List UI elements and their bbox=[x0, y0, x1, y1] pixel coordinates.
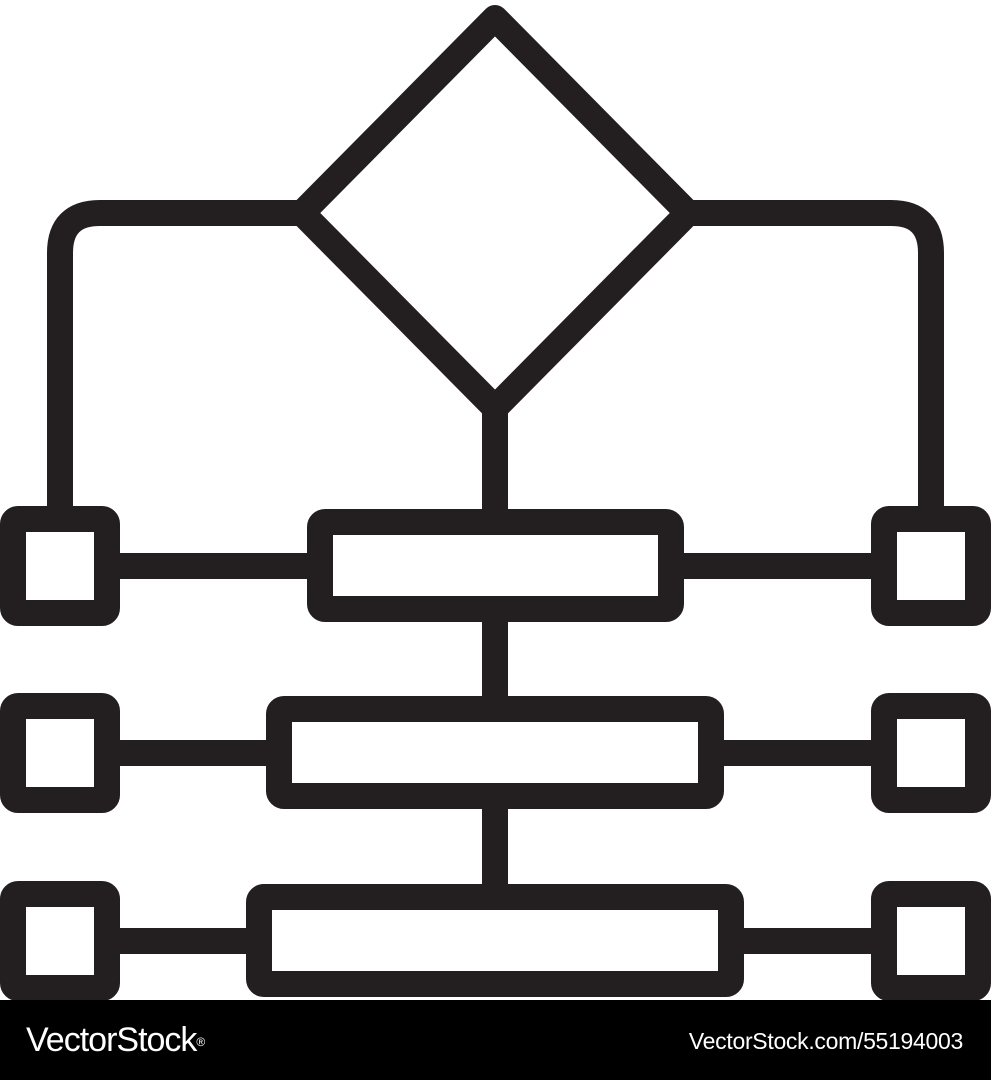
process-box-3 bbox=[246, 884, 744, 997]
left-node-1 bbox=[0, 506, 120, 626]
decision-diamond bbox=[289, 5, 701, 421]
right-node-1 bbox=[871, 506, 991, 626]
watermark-footer: VectorStock® VectorStock.com/55194003 bbox=[0, 1000, 991, 1080]
process-box-2 bbox=[266, 696, 724, 809]
right-branch-connector bbox=[688, 200, 944, 519]
registered-mark: ® bbox=[196, 1035, 205, 1049]
process-box-1 bbox=[307, 509, 684, 622]
left-node-2 bbox=[0, 693, 120, 813]
right-node-3 bbox=[871, 881, 991, 1000]
brand-name: VectorStock bbox=[26, 1021, 197, 1059]
flowchart-icon bbox=[0, 5, 991, 1000]
left-node-3 bbox=[0, 881, 120, 1000]
diagram-canvas bbox=[0, 5, 991, 1000]
left-branch-connector bbox=[47, 200, 302, 519]
right-node-2 bbox=[871, 693, 991, 813]
image-reference: VectorStock.com/55194003 bbox=[688, 1028, 963, 1054]
vectorstock-logo: VectorStock® bbox=[26, 1020, 205, 1060]
